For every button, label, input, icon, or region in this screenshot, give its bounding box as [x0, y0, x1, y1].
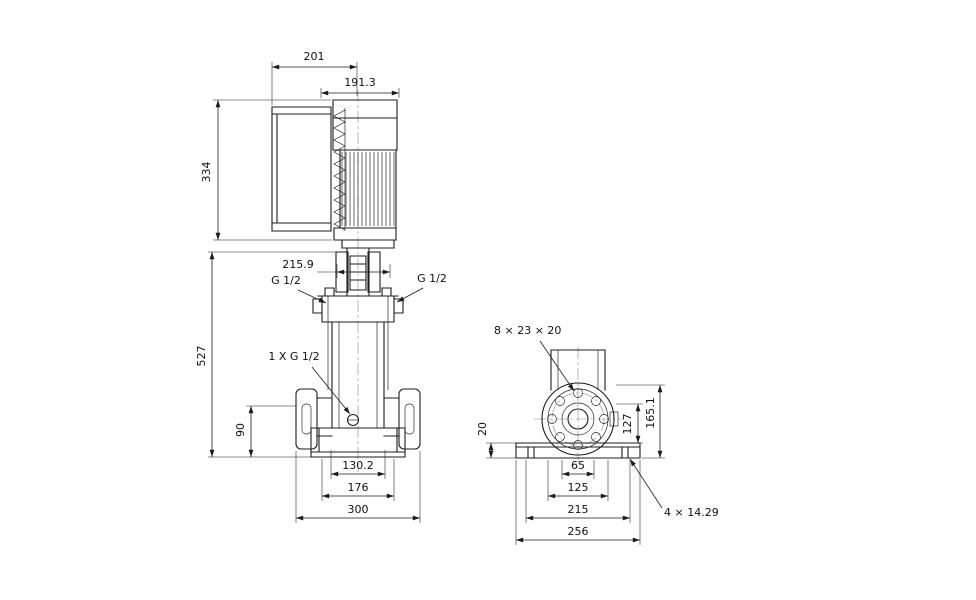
dim-base-width-front-label: 300: [348, 503, 369, 516]
dim-bolt-spacing-label: 176: [348, 481, 369, 494]
base-holes-note: 4 × 14.29: [629, 458, 719, 519]
dim-height-coupling-label: 215.9: [282, 258, 314, 271]
side-view: 8 × 23 × 20 20 127 165.1 65: [476, 324, 719, 545]
bolt-hole: [555, 432, 565, 442]
drain-plug: [346, 413, 360, 427]
motor-body: [339, 149, 397, 229]
left-flange: [295, 388, 318, 450]
right-flange: [398, 388, 421, 450]
dim-flange-spacing-label: 130.2: [342, 459, 374, 472]
pump-body: [316, 397, 400, 437]
leader-flange-holes: [539, 340, 575, 392]
motor-flange: [333, 227, 397, 249]
port-label-left: G 1/2: [271, 274, 327, 304]
dim-inner-spacing-label: 65: [571, 459, 585, 472]
dim-base-width-side-label: 256: [568, 525, 589, 538]
right-flange-slot: [404, 403, 415, 435]
dim-port-height: 165.1: [616, 384, 665, 459]
column-side-lines: [557, 350, 599, 390]
bolt-hole: [555, 396, 565, 406]
flange-raised-face: [547, 388, 609, 450]
dim-width-total-label: 201: [304, 50, 325, 63]
dim-width-total: 201: [271, 50, 358, 105]
dim-base-height-label: 20: [476, 422, 489, 436]
flange-holes-note: 8 × 23 × 20: [494, 324, 575, 392]
dim-height-inlet-label: 90: [234, 423, 247, 437]
chamber-stack-lines: [327, 296, 389, 428]
flange-outer-circle: [541, 382, 615, 456]
bolt-hole: [599, 414, 609, 424]
bolt-holes: [547, 388, 609, 450]
dim-bolt-circle-label: 125: [568, 481, 589, 494]
dim-port-height-label: 165.1: [644, 397, 657, 429]
base-holes-label: 4 × 14.29: [664, 506, 719, 519]
flange-bore: [567, 408, 589, 430]
left-flange-plate: [295, 388, 318, 450]
drain-label: 1 X G 1/2: [268, 350, 319, 363]
port-right-label: G 1/2: [417, 272, 447, 285]
port-left-label: G 1/2: [271, 274, 301, 287]
port-label-right: G 1/2: [396, 272, 447, 303]
dim-port-center-height: 127: [616, 403, 643, 444]
dim-height-pump-label: 527: [195, 346, 208, 367]
dim-base-height: 20: [476, 422, 516, 459]
drain-port-label: 1 X G 1/2: [268, 350, 351, 415]
bolt-hole: [591, 396, 601, 406]
dim-height-pump: 527: [195, 251, 342, 458]
chamber-stack: [331, 321, 385, 429]
dim-bolt-spacing: 176: [321, 459, 395, 501]
flange-face: [541, 382, 619, 456]
dim-base-width-front: 300: [295, 451, 421, 523]
motor-cooling-ribs: [341, 152, 395, 226]
flange-holes-label: 8 × 23 × 20: [494, 324, 561, 337]
leader-port-right: [396, 287, 424, 303]
bolt-hole: [547, 414, 557, 424]
right-flange-plate: [398, 388, 421, 450]
leader-drain: [311, 366, 351, 415]
dim-foot-spacing: 215: [525, 460, 631, 523]
dim-height-motor: 334: [200, 99, 332, 241]
pump-base-side: [515, 442, 641, 459]
fan-cover: [332, 99, 398, 151]
dim-height-inlet: 90: [234, 405, 296, 457]
front-view: 201 191.3 334 215.9 G 1/2 G 1/2: [195, 50, 447, 523]
bolt-hole: [573, 388, 583, 398]
leader-base-holes: [629, 458, 663, 509]
flange-tab: [609, 411, 619, 427]
left-flange-slot: [301, 403, 312, 435]
bolt-circle: [551, 392, 605, 446]
dim-width-motor: 191.3: [320, 76, 400, 98]
dim-port-center-height-label: 127: [621, 414, 634, 435]
dim-flange-spacing: 130.2: [330, 450, 386, 479]
leader-port-left: [297, 289, 327, 304]
dim-height-motor-label: 334: [200, 162, 213, 183]
pump-base-front: [310, 427, 406, 458]
dim-inner-spacing: 65: [561, 459, 595, 479]
side-centerlines: [534, 347, 622, 468]
dim-foot-spacing-label: 215: [568, 503, 589, 516]
terminal-box: [271, 106, 332, 232]
dim-width-motor-label: 191.3: [344, 76, 376, 89]
heatsink-fins: [333, 108, 346, 231]
flange-bore-outer: [561, 402, 595, 436]
bolt-hole: [573, 440, 583, 450]
dim-base-width-side: 256: [515, 460, 641, 545]
dim-height-coupling: 215.9: [282, 258, 391, 278]
bolt-hole: [591, 432, 601, 442]
dim-bolt-circle: 125: [547, 460, 609, 501]
